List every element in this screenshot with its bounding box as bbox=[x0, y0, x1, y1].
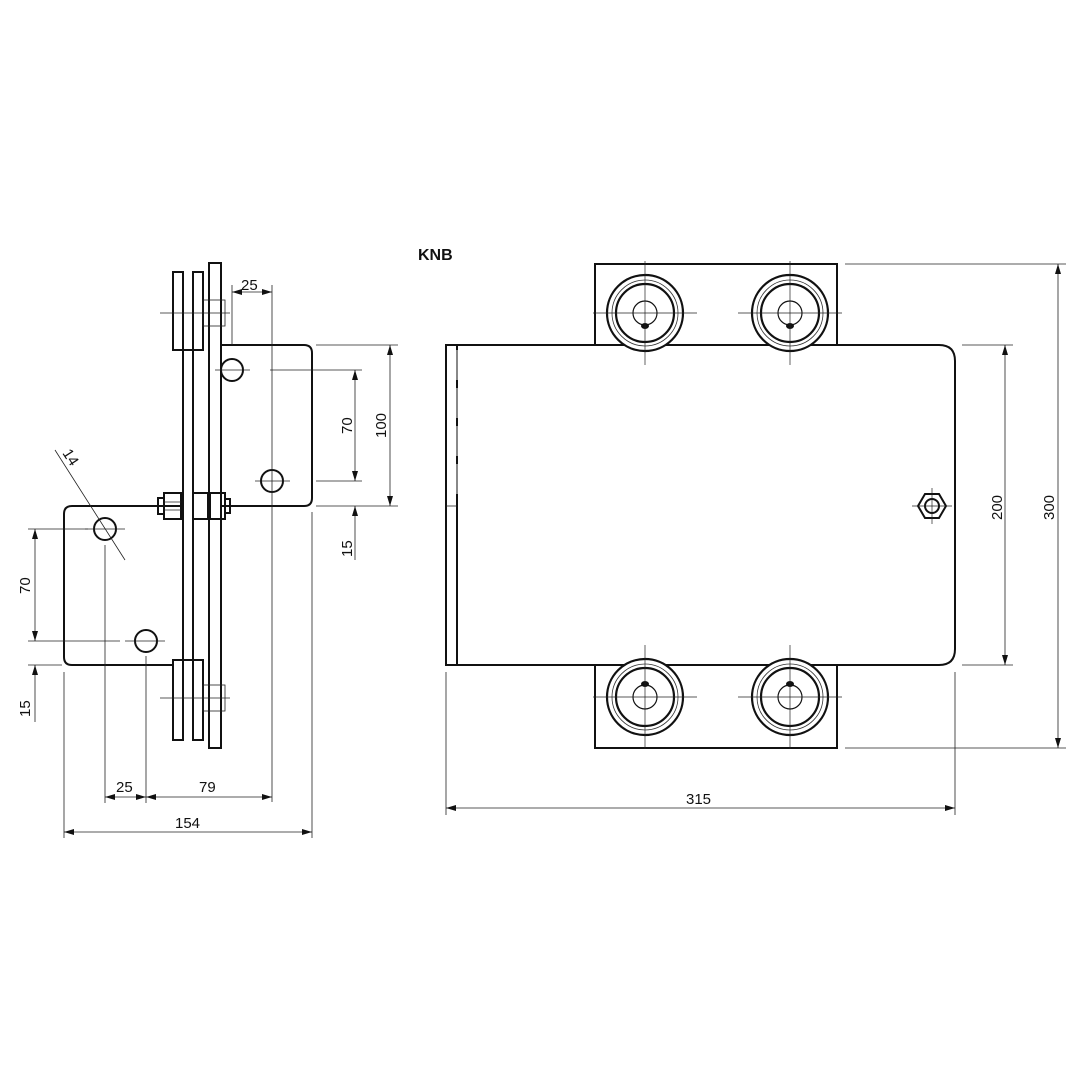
roller-wheel bbox=[593, 261, 697, 365]
dim-hole-spacing-left: 70 bbox=[17, 577, 34, 594]
front-view: 200 300 315 bbox=[445, 261, 1066, 815]
dim-hole-diameter: 14 bbox=[59, 446, 82, 469]
dim-hole-to-hole: 79 bbox=[199, 779, 216, 796]
dim-edge-offset-right: 15 bbox=[339, 540, 356, 557]
dim-edge-offset-left: 15 bbox=[17, 700, 34, 717]
main-body bbox=[445, 344, 956, 666]
dim-overall-width-side: 154 bbox=[175, 815, 200, 832]
roller-wheel bbox=[593, 645, 697, 749]
lower-bracket bbox=[63, 505, 183, 666]
dim-overall-height: 300 bbox=[1041, 495, 1058, 520]
dim-overall-width-front: 315 bbox=[686, 791, 711, 808]
roller-wheel bbox=[738, 261, 842, 365]
side-dimensions bbox=[28, 285, 398, 838]
dim-hole-spacing-right: 70 bbox=[339, 417, 356, 434]
dim-bottom-offset: 25 bbox=[116, 779, 133, 796]
front-dimensions bbox=[445, 263, 1066, 815]
dim-top-offset: 25 bbox=[241, 277, 258, 294]
upper-bracket bbox=[221, 344, 313, 507]
clamp-bolt bbox=[157, 492, 231, 520]
inner-plate bbox=[182, 349, 194, 661]
drawing-title: KNB bbox=[418, 247, 453, 264]
bracket-holes bbox=[85, 358, 290, 653]
bottom-roller bbox=[160, 659, 230, 741]
top-roller bbox=[160, 271, 230, 351]
side-view: 25 70 100 15 14 70 15 25 79 154 bbox=[17, 262, 398, 838]
rollers bbox=[593, 261, 842, 749]
dim-body-height: 200 bbox=[989, 495, 1006, 520]
roller-wheel bbox=[738, 645, 842, 749]
dim-bracket-height-right: 100 bbox=[373, 413, 390, 438]
hex-nut bbox=[912, 488, 952, 524]
